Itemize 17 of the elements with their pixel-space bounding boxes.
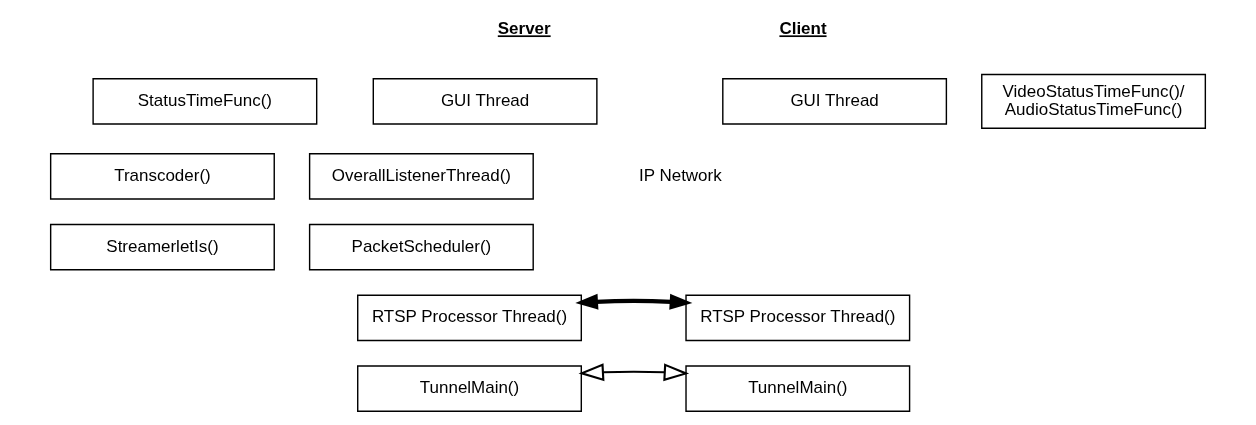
arrow (578, 363, 690, 382)
node-box: RTSP Processor Thread() (357, 294, 582, 342)
node-box: VideoStatusTimeFunc()/ AudioStatusTimeFunc() (981, 73, 1207, 129)
node-box: StreamerletIs() (49, 223, 275, 271)
node-box: Transcoder() (49, 153, 275, 200)
node-box: RTSP Processor Thread() (685, 294, 911, 342)
label: Server (497, 19, 551, 39)
node-box: TunnelMain() (357, 365, 582, 412)
arrow (575, 293, 693, 310)
node-box: TunnelMain() (685, 365, 911, 412)
node-box: OverallListenerThread() (308, 153, 534, 200)
node-box: GUI Thread (722, 78, 948, 125)
label: IP Network (639, 165, 722, 185)
label: Client (779, 19, 827, 39)
node-box: PacketScheduler() (308, 223, 534, 271)
node-box: GUI Thread (372, 78, 598, 125)
node-box: StatusTimeFunc() (92, 78, 318, 125)
